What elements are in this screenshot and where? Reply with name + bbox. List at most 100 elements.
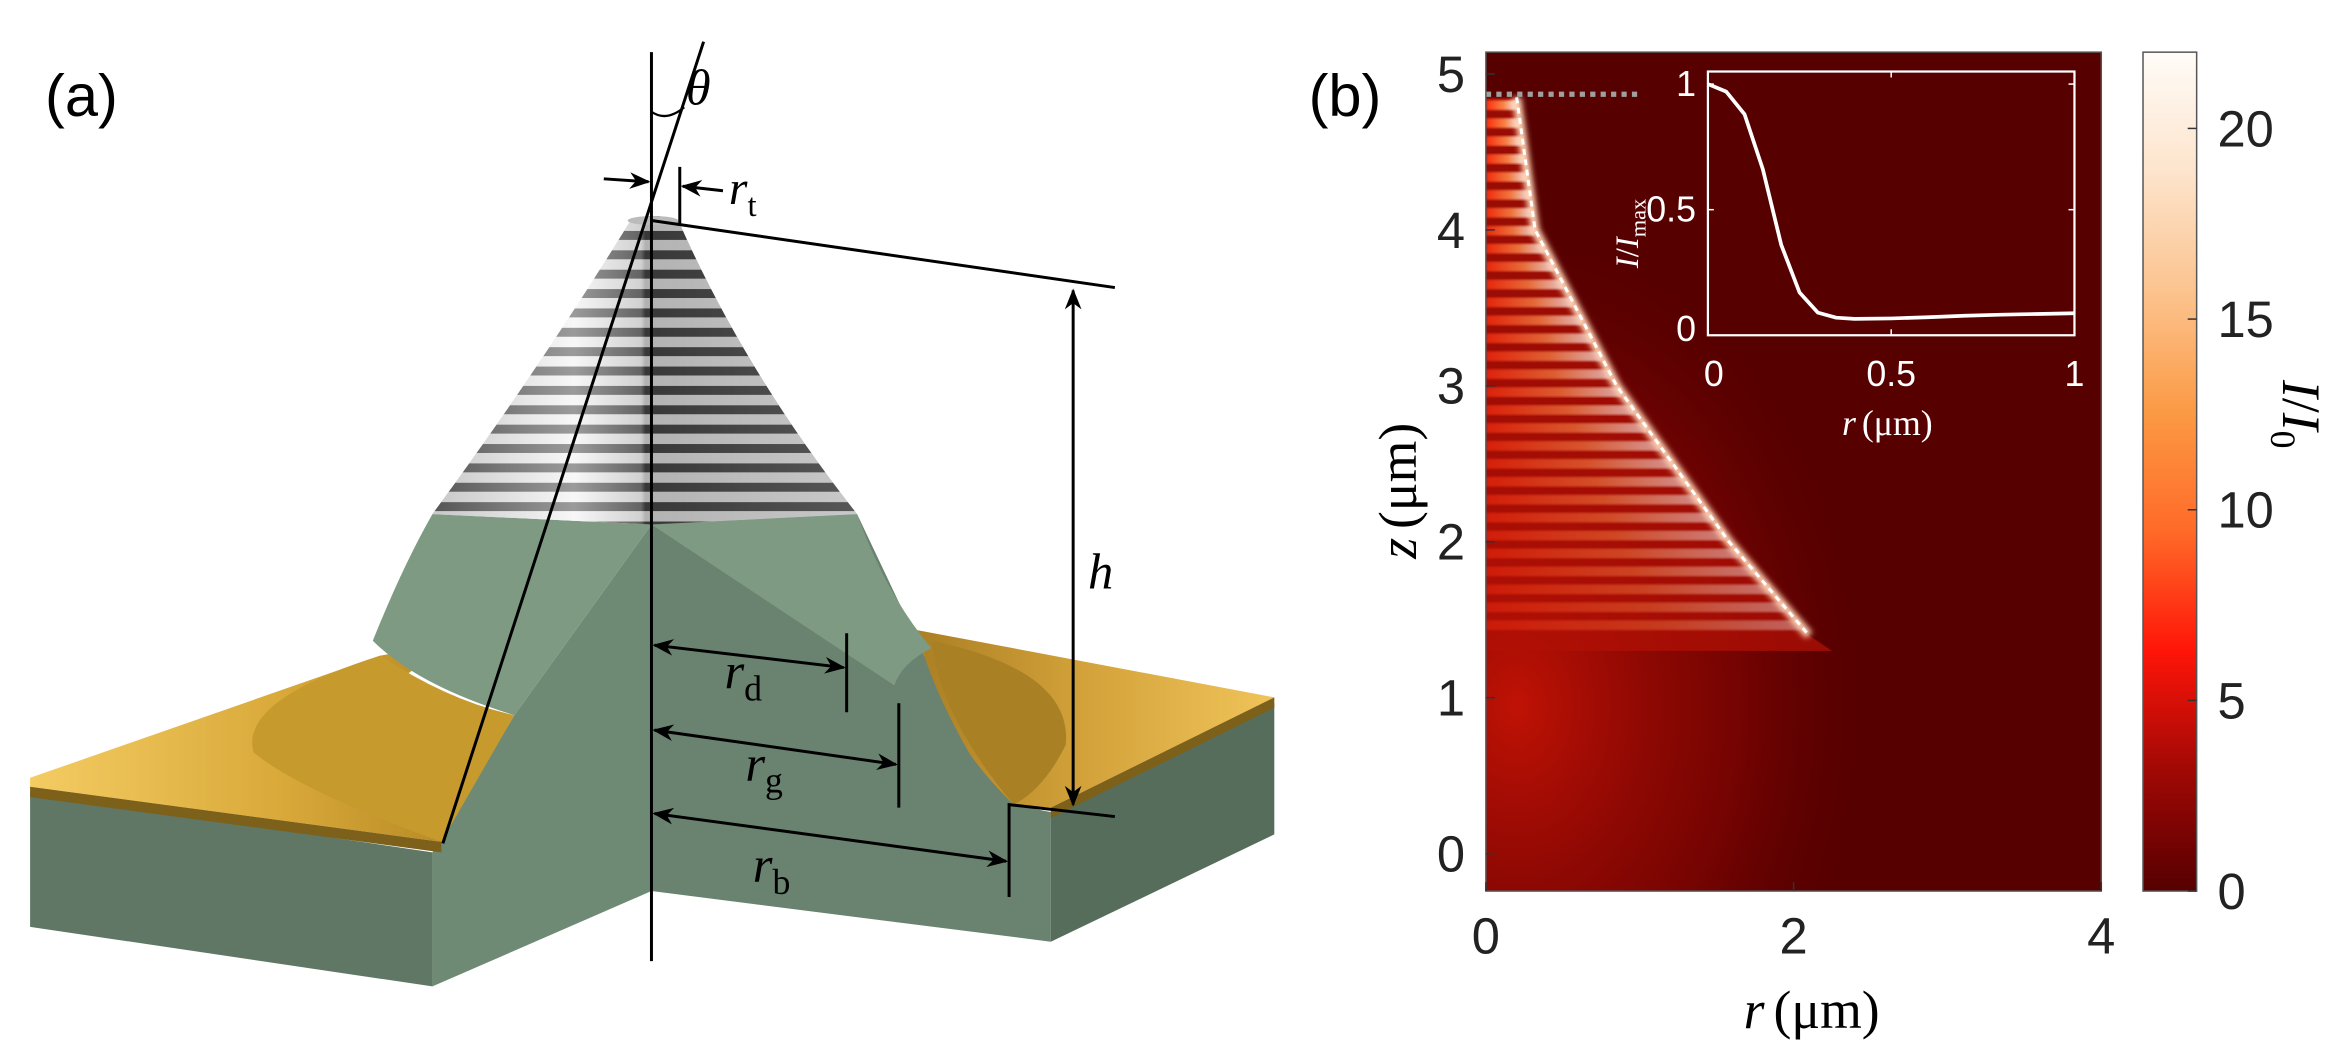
theta-arc: [650, 106, 685, 118]
fringe-band: [1485, 154, 1526, 164]
colorbar-tick-label: 20: [2218, 100, 2274, 157]
heatmap: [1485, 52, 2102, 892]
inset-y-label: I/Imax: [1610, 199, 1650, 269]
fringe-band: [1485, 207, 1533, 218]
gold-film: [30, 625, 1275, 853]
fringe-band: [1485, 118, 1521, 129]
colorbar: 0 5 10 15 20: [2142, 51, 2274, 920]
colorbar-sep: /: [2271, 398, 2331, 413]
fringe-band: [1485, 243, 1545, 254]
fringe-band: [1485, 261, 1555, 272]
fringe-band: [1485, 620, 1801, 631]
fringe-band: [1485, 440, 1660, 451]
y-tick-label: 3: [1437, 358, 1465, 415]
y-tick-label: 5: [1437, 46, 1465, 103]
inset-y-sep: /: [1610, 247, 1646, 257]
bright-edge: [1515, 97, 1811, 637]
x-tick-label: 4: [2087, 908, 2115, 965]
gold-edge-right: [1050, 697, 1275, 819]
fringe-band: [1485, 602, 1785, 613]
fringe-band: [1485, 189, 1531, 200]
rt-arrow-right: [680, 180, 724, 197]
colorbar-tick-label: 5: [2218, 672, 2246, 729]
colorbar-gradient: [2142, 51, 2198, 892]
colorbar-sub: 0: [2263, 431, 2303, 449]
theta-label: θ: [686, 59, 711, 115]
x-tick-label: 0: [1472, 908, 1500, 965]
y-tick-label: 4: [1437, 202, 1465, 259]
rb-arrow: [652, 807, 1009, 867]
inset-x-tick-label: 0.5: [1866, 354, 1916, 394]
rt-label: rt: [729, 163, 757, 224]
block-left-face: [30, 792, 433, 987]
fringe-band: [1485, 494, 1699, 505]
fringe-band: [1485, 315, 1583, 326]
rd-sub: d: [744, 668, 762, 708]
rb-label: rb: [753, 837, 791, 902]
rt-sub: t: [748, 188, 757, 224]
cone-interior-field: [1485, 97, 1833, 651]
rt-var: r: [729, 163, 748, 215]
fringe-band: [1485, 512, 1712, 523]
gold-edge-left: [30, 786, 442, 853]
rg-var: r: [745, 736, 765, 792]
y-axis-label: z (μm): [1368, 423, 1428, 560]
fringe-band: [1485, 548, 1739, 559]
colorbar-label: I/I0: [2263, 379, 2331, 449]
cone-angle-line: [441, 41, 706, 844]
cone-flare: [372, 514, 932, 716]
rg-sub: g: [765, 761, 783, 801]
y-tick-label: 2: [1437, 514, 1465, 571]
rd-arrow: [652, 639, 846, 674]
inset-x-label: r(μm): [1842, 403, 1933, 443]
inset-y-tick-label: 1: [1676, 64, 1696, 104]
gold-dimple-left: [252, 655, 515, 842]
y-tick-label: 0: [1437, 826, 1465, 883]
fringe-band: [1485, 333, 1592, 344]
colorbar-tick-label: 0: [2218, 863, 2246, 920]
fringe-band: [1485, 171, 1528, 182]
y-tick-label: 1: [1437, 670, 1465, 727]
x-axis-unit: (μm): [1773, 980, 1879, 1040]
fringe-band: [1485, 100, 1518, 111]
h-label: h: [1088, 544, 1113, 600]
fringe-band: [1485, 351, 1602, 362]
inset-x-unit: (μm): [1862, 403, 1933, 443]
fringe-band: [1485, 369, 1611, 380]
panel-a-label: (a): [45, 62, 118, 129]
rg-arrow: [652, 724, 898, 771]
fringe-band: [1485, 387, 1622, 398]
h-bottom-line: [1007, 802, 1116, 898]
dimension-lines: [441, 41, 1116, 962]
inset-x-tick-label: 1: [2065, 354, 2085, 394]
y-axis-var: z: [1368, 538, 1428, 560]
fringe-band: [1485, 297, 1574, 308]
fringe-band: [1485, 136, 1523, 146]
panel-a: (a): [30, 41, 1275, 987]
rg-label: rg: [745, 736, 783, 801]
inset-y-tick-label: 0.5: [1646, 190, 1696, 230]
rd-var: r: [724, 643, 744, 699]
colorbar-tick-label: 10: [2218, 482, 2274, 539]
panel-b-label: (b): [1309, 62, 1382, 129]
colorbar-tick-label: 15: [2218, 291, 2274, 348]
h-top-line: [651, 219, 1116, 290]
main-axes: 0 2 4 0 1 2 3 4 5: [1437, 46, 2116, 965]
x-tick-label: 2: [1779, 908, 1807, 965]
fringe-band: [1485, 423, 1647, 433]
y-axis-unit: (μm): [1368, 423, 1428, 529]
fringe-band: [1485, 566, 1755, 577]
fringe-band: [1485, 225, 1536, 236]
colorbar-var: I: [2271, 379, 2331, 400]
inset-line-series: [1707, 82, 2075, 321]
fringe-band: [1485, 458, 1673, 469]
block-cut-face-left: [432, 524, 652, 987]
x-axis-var: r: [1744, 980, 1766, 1040]
block-right-face: [1050, 703, 1275, 942]
inset-x-var: r: [1842, 403, 1857, 443]
striped-cone: [432, 216, 858, 525]
rb-var: r: [753, 837, 773, 893]
rt-arrow-left: [603, 172, 651, 189]
